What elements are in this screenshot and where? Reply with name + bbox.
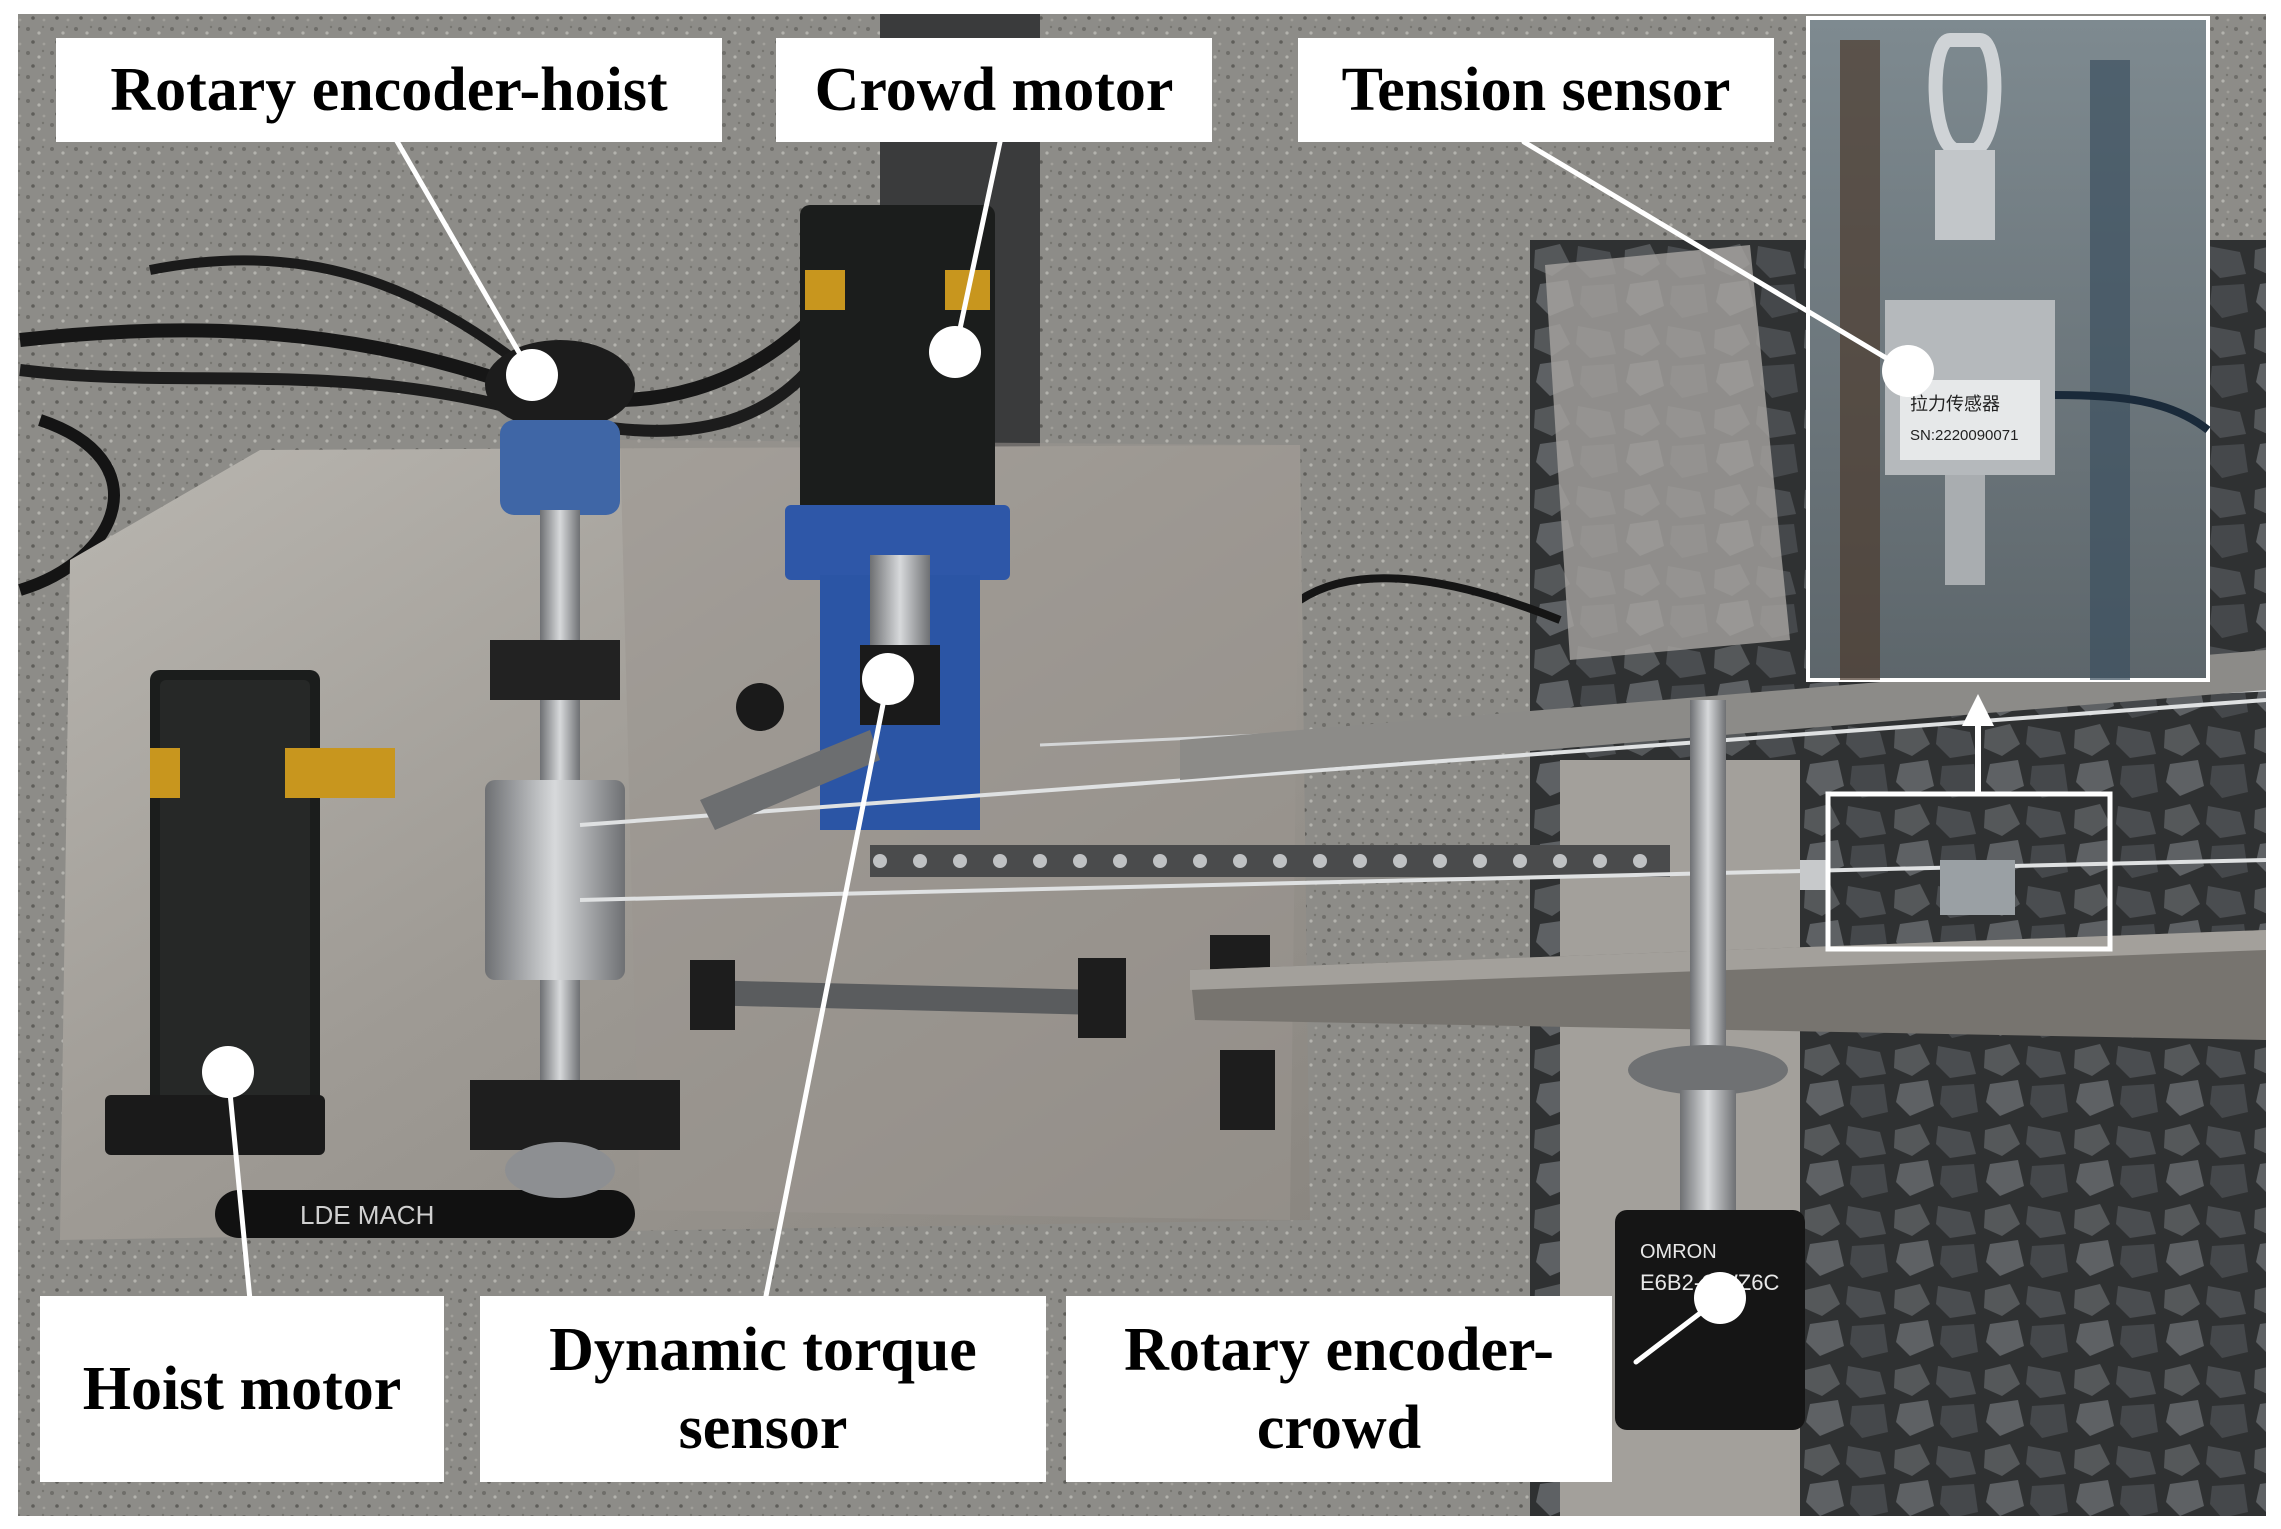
- label-rotary-encoder-crowd-line2: crowd: [1256, 1394, 1422, 1462]
- marker-rotary-encoder-hoist: [506, 349, 558, 401]
- marker-hoist-motor: [202, 1046, 254, 1098]
- label-tension-sensor-text: Tension sensor: [1341, 56, 1731, 124]
- label-crowd-motor-text: Crowd motor: [814, 56, 1174, 124]
- label-tension-sensor: Tension sensor: [1298, 38, 1774, 142]
- label-hoist-motor: Hoist motor: [40, 1296, 444, 1482]
- sensor-serial-print: SN:2220090071: [1910, 427, 2018, 444]
- marker-dynamic-torque-sensor: [862, 653, 914, 705]
- label-rotary-encoder-crowd: Rotary encoder- crowd: [1066, 1296, 1612, 1482]
- marker-tension-sensor: [1882, 345, 1934, 397]
- belt-print: LDE MACH: [300, 1200, 434, 1230]
- label-rotary-encoder-crowd-line1: Rotary encoder-: [1124, 1316, 1554, 1384]
- marker-rotary-encoder-crowd: [1694, 1272, 1746, 1324]
- encoder-brand-print: OMRON: [1640, 1241, 1717, 1263]
- label-dynamic-torque-sensor: Dynamic torque sensor: [480, 1296, 1046, 1482]
- sensor-plate-print: 拉力传感器: [1910, 394, 2000, 415]
- label-crowd-motor: Crowd motor: [776, 38, 1212, 142]
- label-rotary-encoder-hoist-text: Rotary encoder-hoist: [110, 56, 668, 124]
- label-rotary-encoder-hoist: Rotary encoder-hoist: [56, 38, 722, 142]
- label-hoist-motor-text: Hoist motor: [82, 1355, 402, 1423]
- label-dynamic-torque-sensor-line1: Dynamic torque: [549, 1316, 977, 1384]
- label-dynamic-torque-sensor-line2: sensor: [678, 1394, 848, 1462]
- marker-crowd-motor: [929, 326, 981, 378]
